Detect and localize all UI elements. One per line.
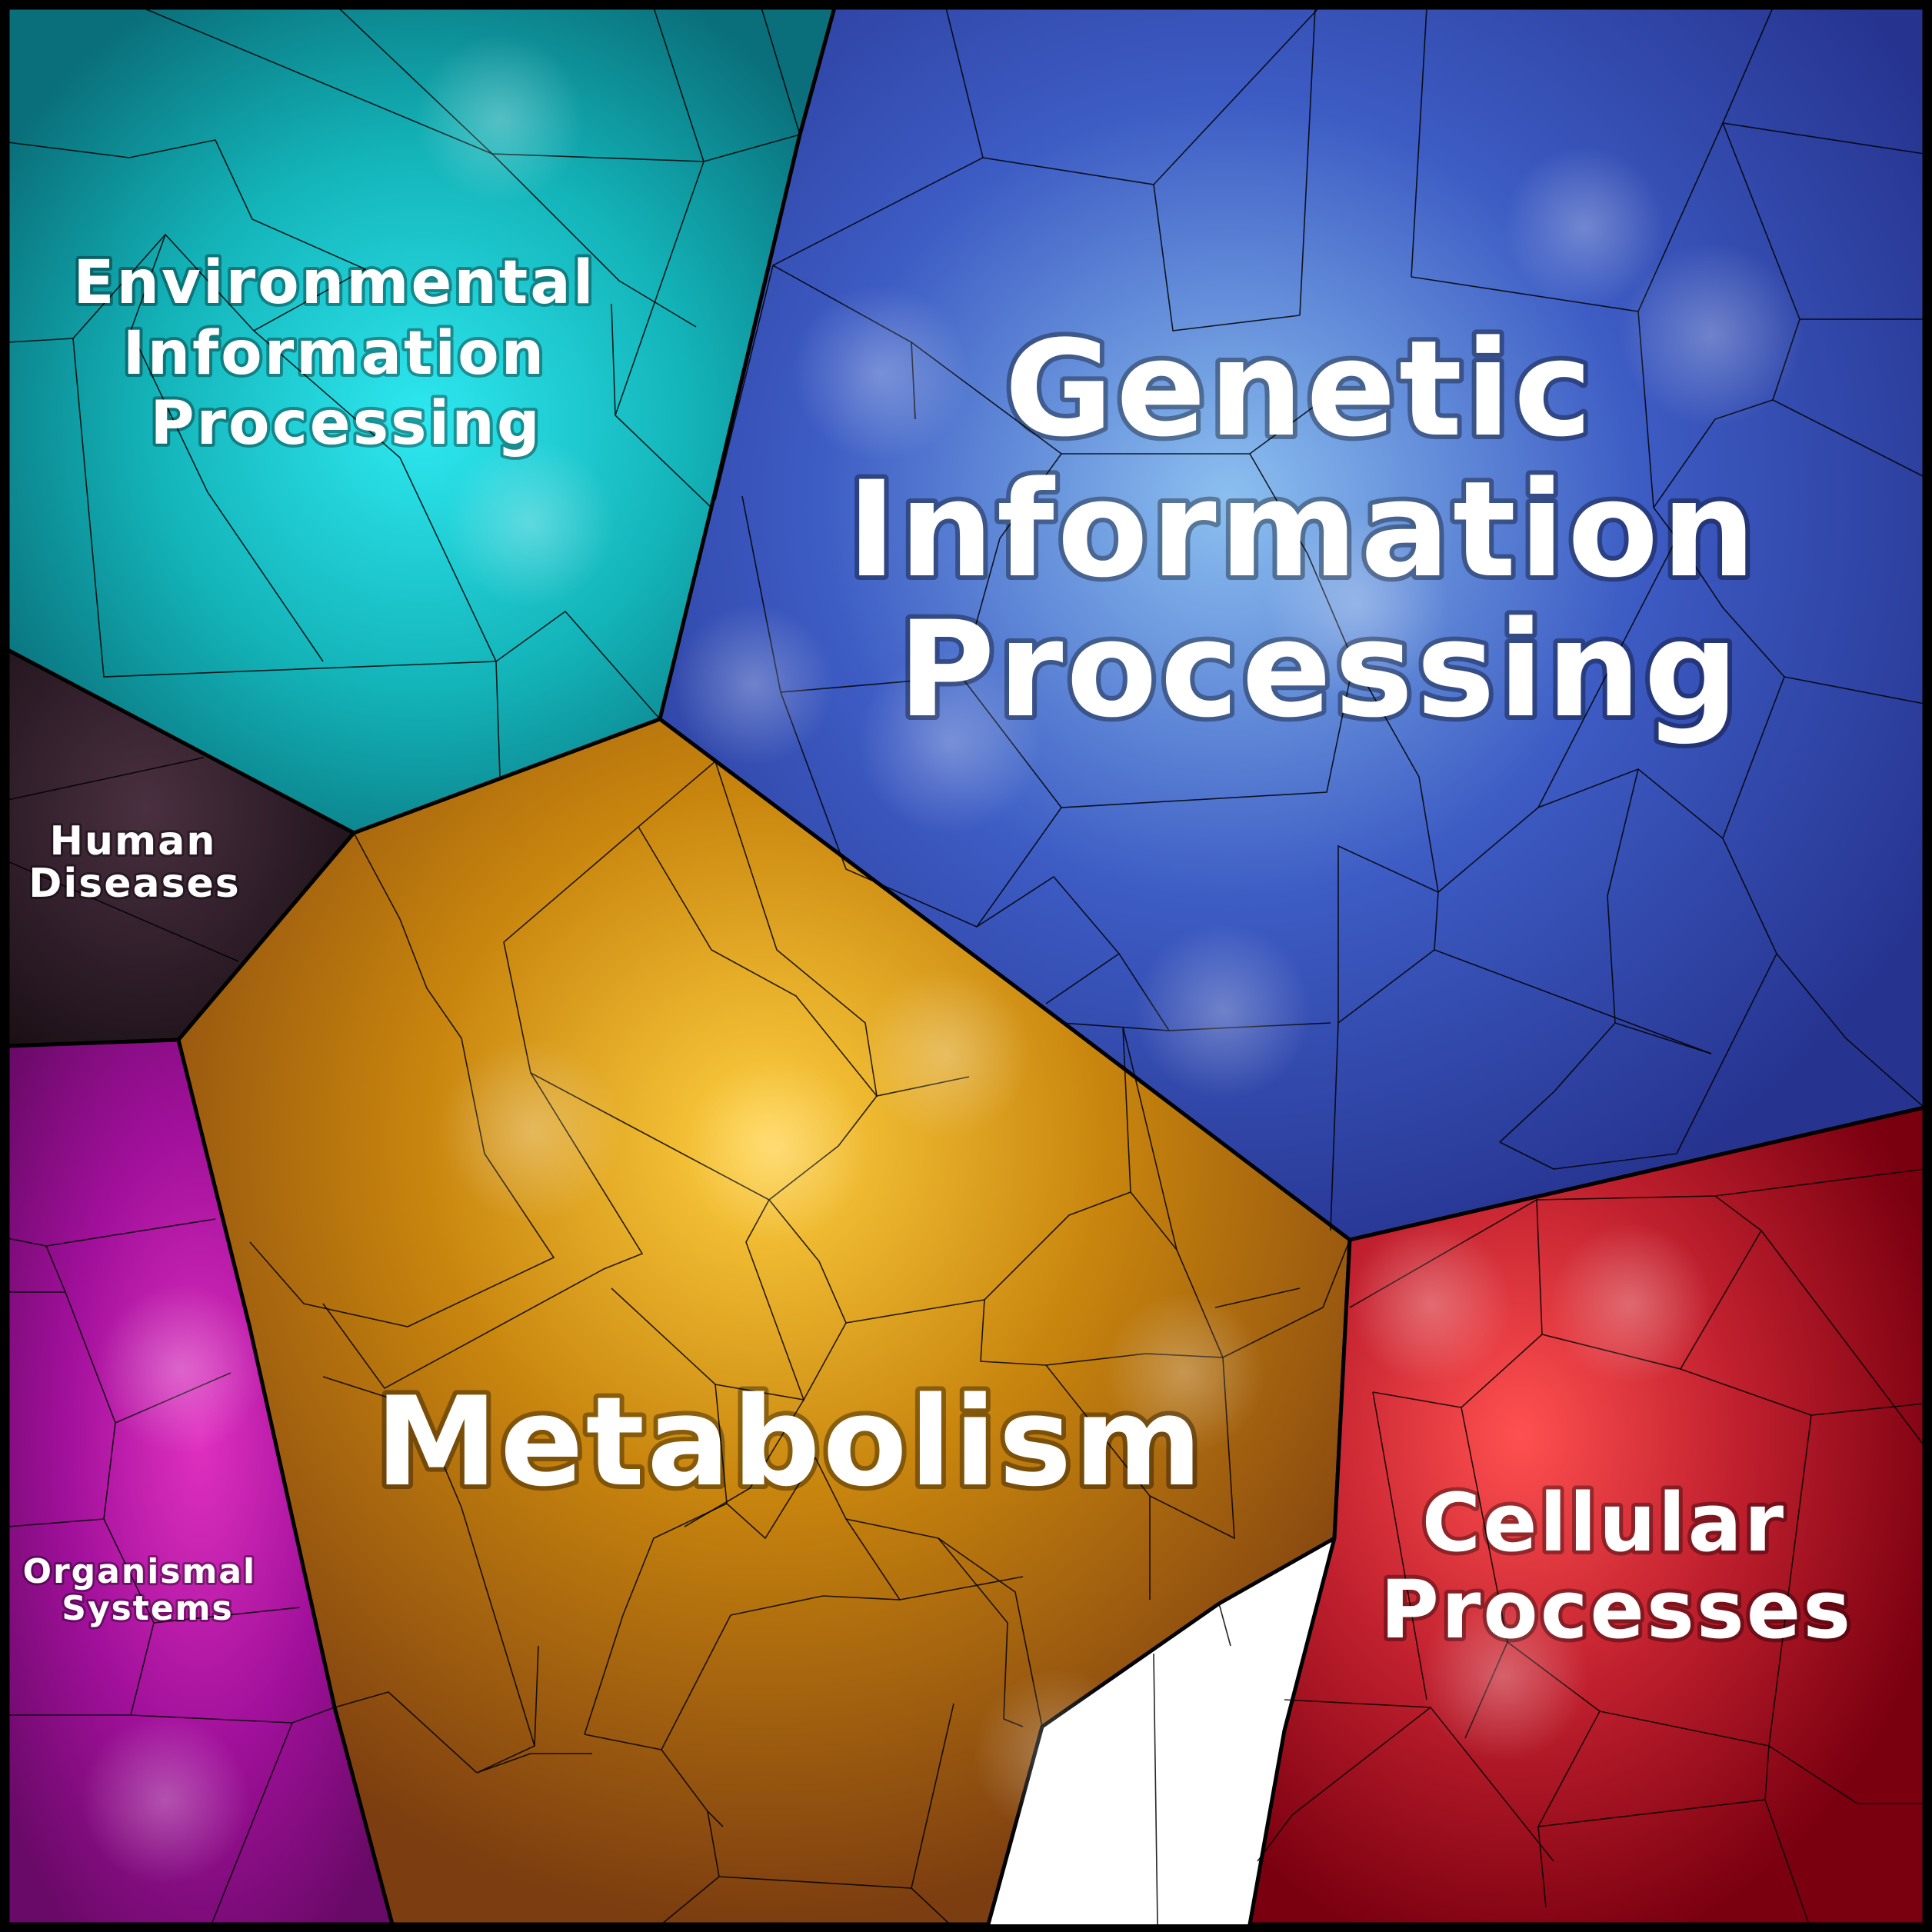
label-cellular: Cellular Processes bbox=[1381, 1476, 1853, 1657]
label-genetic: Genetic Information Processing bbox=[847, 311, 1807, 747]
label-organismal: Organismal Systems bbox=[23, 1552, 270, 1628]
labels-layer: Environmental Information Processing Gen… bbox=[21, 245, 1855, 1661]
label-environmental: Environmental Information Processing bbox=[73, 248, 619, 458]
label-metabolism: Metabolism bbox=[375, 1370, 1204, 1514]
label-human-diseases: Human Diseases bbox=[28, 818, 240, 907]
cell-glows bbox=[81, 35, 1804, 1884]
